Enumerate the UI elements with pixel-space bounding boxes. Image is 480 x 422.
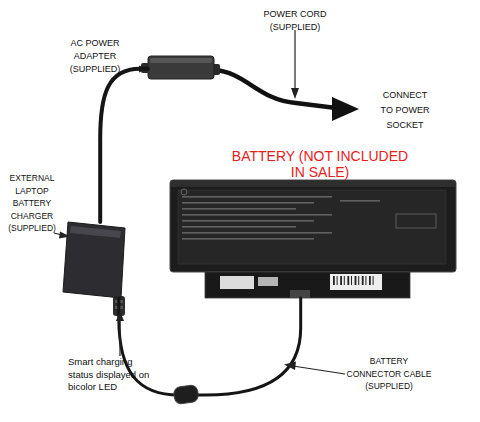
adapter-highlight	[150, 58, 212, 63]
cable-connector	[100, 69, 148, 222]
fine-print	[182, 220, 314, 222]
leader-line	[293, 366, 345, 374]
leader-line	[119, 320, 120, 356]
charger-body	[63, 222, 125, 298]
fine-print	[340, 200, 380, 202]
leader-arrowhead	[139, 66, 147, 73]
leader-arrowhead	[291, 88, 299, 99]
fine-print	[182, 238, 314, 240]
leader-line	[294, 30, 295, 90]
fine-print	[182, 232, 332, 234]
fine-print	[182, 208, 296, 210]
fine-print	[182, 196, 332, 198]
adapter-body	[148, 56, 214, 79]
warning-heading: BATTERY (NOT INCLUDED IN SALE)	[225, 148, 415, 180]
leader-arrowhead	[59, 232, 70, 239]
socket-arrowhead	[332, 97, 359, 121]
fine-print	[182, 214, 332, 216]
cert-marks	[396, 214, 436, 228]
barcode-bar	[337, 276, 338, 285]
ferrite-bead	[173, 384, 199, 404]
brand-logo	[181, 189, 187, 195]
barcode-bar	[373, 276, 374, 285]
dc-plug	[141, 63, 149, 73]
destination-label: CONNECT TO POWER SOCKET	[378, 88, 432, 133]
fine-print	[182, 202, 314, 204]
part-label: BATTERY CONNECTOR CABLE (SUPPLIED)	[342, 355, 436, 393]
barcode-bar	[340, 276, 342, 285]
barcode-bar	[347, 276, 349, 285]
cable-connector	[119, 298, 301, 395]
battery-tab	[205, 272, 410, 298]
battery-socket	[290, 290, 310, 298]
barcode-bar	[369, 276, 371, 285]
callout-note: Smart charging status displayed on bicol…	[68, 356, 152, 394]
battery-edge	[171, 181, 455, 187]
charger-outline	[63, 222, 125, 298]
part-label: POWER CORD (SUPPLIED)	[258, 8, 332, 33]
sticker	[258, 277, 278, 286]
plug-ridge	[115, 306, 123, 309]
sticker	[220, 276, 254, 289]
leader-line	[131, 68, 141, 69]
barcode-bar	[344, 276, 345, 285]
battery-body	[170, 180, 456, 272]
battery-label-area	[178, 190, 446, 264]
battery-outline	[170, 180, 456, 298]
plug-ridge	[115, 300, 123, 303]
barcode-bar	[355, 276, 357, 285]
barcode-bar	[333, 276, 335, 285]
barcode-bar	[351, 276, 352, 285]
battery-node: BATTERY (NOT INCLUDED IN SALE)	[170, 180, 456, 298]
charger-plug	[113, 296, 125, 316]
barcode-bar	[362, 276, 364, 285]
leader-arrowhead	[116, 311, 124, 321]
fine-print	[182, 226, 296, 228]
adapter-outline	[148, 56, 214, 79]
cord-plug	[212, 64, 220, 75]
power-cord	[214, 70, 336, 108]
barcode-sticker	[330, 274, 382, 290]
charger-node: EXTERNAL LAPTOP BATTERY CHARGER (SUPPLIE…	[63, 222, 125, 298]
leader-line	[54, 233, 62, 235]
adapter-node: AC POWER ADAPTER (SUPPLIED)	[148, 56, 214, 79]
leader-arrowhead	[284, 362, 296, 371]
part-label: EXTERNAL LAPTOP BATTERY CHARGER (SUPPLIE…	[3, 172, 61, 235]
charger-highlight	[70, 226, 121, 238]
barcode-bar	[365, 276, 366, 285]
barcode-bar	[358, 276, 359, 285]
part-label: AC POWER ADAPTER (SUPPLIED)	[52, 37, 138, 76]
